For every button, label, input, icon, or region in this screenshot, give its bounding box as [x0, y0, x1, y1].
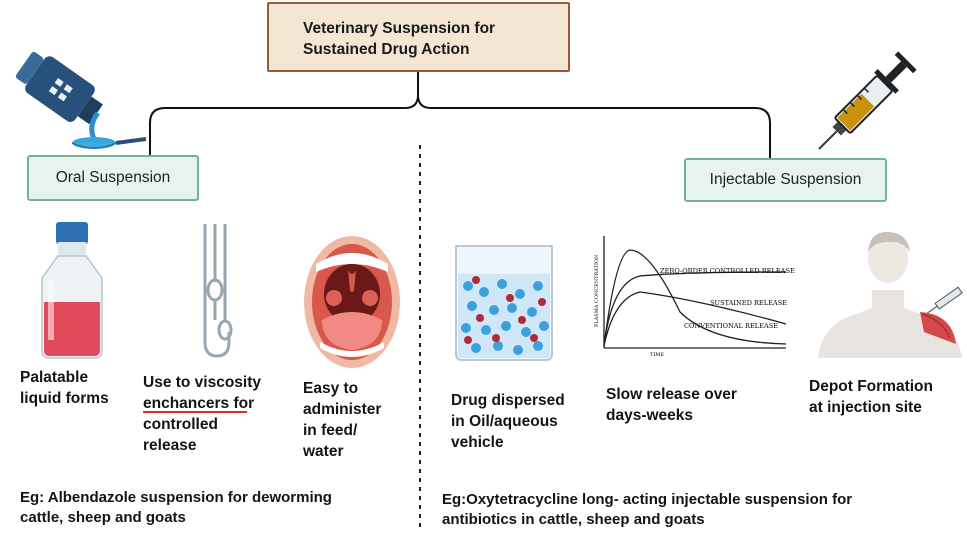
injection-shoulder-icon	[818, 231, 963, 358]
zero-order-label: ZERO-ORDER CONTROLLED RELEASE	[660, 267, 795, 275]
conventional-label: CONVENTIONAL RELEASE	[684, 322, 778, 330]
oral-point-viscosity-line: Use to viscosity	[143, 374, 262, 391]
injectable-example: Eg:Oxytetracycline long- acting injectab…	[442, 490, 852, 530]
open-mouth-icon	[304, 236, 400, 368]
syringe-icon	[818, 51, 917, 150]
injectable-point-dispersed-line: in Oil/aqueous	[451, 413, 558, 430]
oral-point-palatable-line: liquid forms	[20, 390, 109, 407]
lab-bottle-icon	[41, 222, 103, 359]
beaker-particles-icon	[455, 245, 553, 361]
injectable-point-dispersed: Drug dispersed in Oil/aqueous vehicle	[451, 390, 565, 453]
injectable-point-dispersed-line: Drug dispersed	[451, 392, 565, 409]
injectable-point-slow-release: Slow release over days-weeks	[606, 384, 737, 426]
injectable-point-depot: Depot Formation at injection site	[809, 376, 933, 418]
oral-point-administer-line: water	[303, 443, 344, 460]
release-graph-icon: ZERO-ORDER CONTROLLED RELEASE SUSTAINED …	[594, 236, 795, 358]
oral-point-viscosity-line: controlled	[143, 416, 218, 433]
oral-point-viscosity-line: enchancers for	[143, 395, 255, 412]
injectable-point-depot-line: Depot Formation	[809, 378, 933, 395]
sustained-label: SUSTAINED RELEASE	[710, 299, 787, 307]
oral-point-administer-line: Easy to	[303, 380, 359, 397]
oral-example-line: cattle, sheep and goats	[20, 509, 186, 526]
graph-x-axis-label: TIME	[650, 352, 664, 358]
oral-point-administer: Easy to administer in feed/ water	[303, 378, 381, 462]
spellcheck-underline	[143, 411, 247, 413]
injectable-suspension-label: Injectable Suspension	[709, 171, 862, 188]
graph-y-axis-label: PLASMA CONCENTRATION	[594, 254, 600, 327]
title-box: Veterinary Suspension for Sustained Drug…	[267, 2, 570, 72]
injectable-example-line: antibiotics in cattle, sheep and goats	[442, 511, 705, 528]
viscometer-icon	[203, 224, 233, 358]
oral-suspension-label: Oral Suspension	[55, 169, 171, 186]
oral-point-palatable-line: Palatable	[20, 369, 89, 386]
injectable-suspension-box: Injectable Suspension	[684, 158, 887, 202]
injectable-point-slow-release-line: days-weeks	[606, 407, 694, 424]
oral-suspension-box: Oral Suspension	[27, 155, 199, 201]
page-title: Veterinary Suspension for Sustained Drug…	[303, 18, 495, 60]
injectable-example-line: Eg:Oxytetracycline long- acting injectab…	[442, 491, 853, 508]
oral-point-administer-line: in feed/	[303, 422, 358, 439]
oral-point-viscosity: Use to viscosity enchancers for controll…	[143, 372, 261, 456]
injectable-point-dispersed-line: vehicle	[451, 434, 504, 451]
medicine-bottle-icon	[15, 51, 147, 149]
injectable-point-slow-release-line: Slow release over	[606, 386, 737, 403]
oral-point-palatable: Palatable liquid forms	[20, 367, 109, 409]
title-line-2: Sustained Drug Action	[303, 41, 470, 58]
oral-point-viscosity-line: release	[143, 437, 197, 454]
oral-example-line: Eg: Albendazole suspension for deworming	[20, 489, 332, 506]
title-line-1: Veterinary Suspension for	[303, 20, 496, 37]
oral-point-administer-line: administer	[303, 401, 382, 418]
oral-example: Eg: Albendazole suspension for deworming…	[20, 488, 332, 528]
injectable-point-depot-line: at injection site	[809, 399, 922, 416]
